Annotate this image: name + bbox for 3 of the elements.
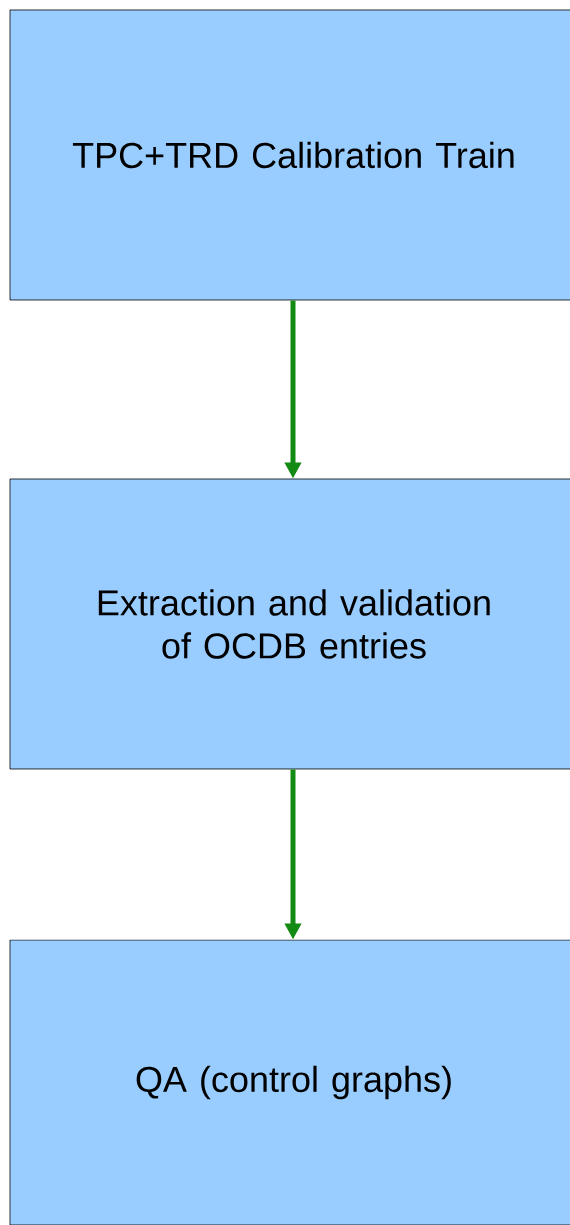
process-box: Extraction and validation of OCDB entries — [9, 478, 570, 770]
process-box: TPC+TRD Calibration Train — [9, 9, 570, 301]
process-box: QA (control graphs) — [9, 939, 570, 1225]
